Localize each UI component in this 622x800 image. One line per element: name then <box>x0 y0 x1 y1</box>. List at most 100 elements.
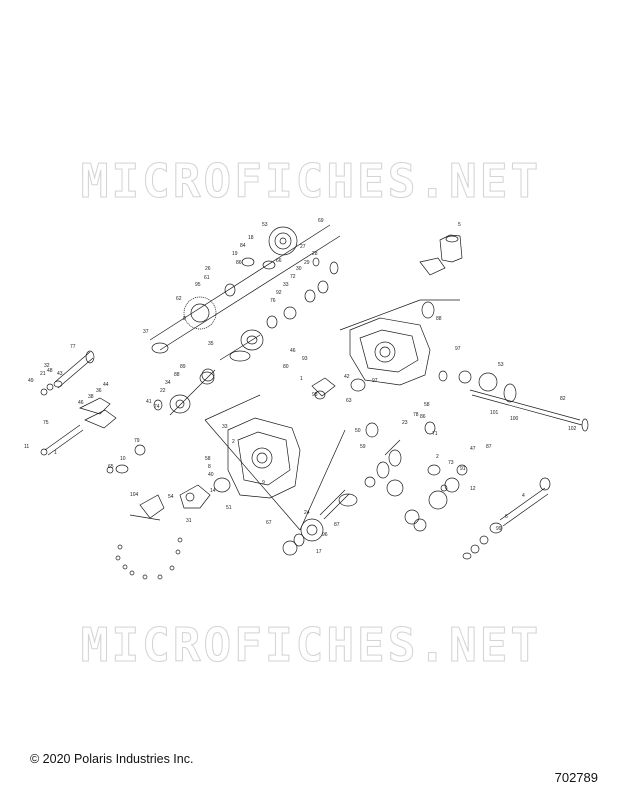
callout-21: 21 <box>40 371 46 377</box>
callout-49: 49 <box>28 378 34 384</box>
callout-101: 101 <box>490 410 499 416</box>
callout-28: 28 <box>312 251 318 257</box>
callout-74: 74 <box>154 404 160 410</box>
callout-87: 87 <box>334 522 340 528</box>
callout-22: 22 <box>160 388 166 394</box>
lower-right-shaft <box>462 477 551 560</box>
callout-14: 14 <box>210 488 216 494</box>
callout-61: 61 <box>204 275 210 281</box>
callout-91: 91 <box>460 466 466 472</box>
callout-73: 73 <box>448 460 454 466</box>
callout-32: 32 <box>44 363 50 369</box>
callout-30: 30 <box>296 266 302 272</box>
center-column-parts <box>282 377 468 556</box>
left-center-gear-cluster <box>153 369 216 416</box>
callout-48: 48 <box>47 368 53 374</box>
callout-67: 67 <box>266 520 272 526</box>
callout-58: 58 <box>205 456 211 462</box>
callout-84: 84 <box>240 243 246 249</box>
callout-46: 46 <box>78 400 84 406</box>
callout-1: 1 <box>54 450 57 456</box>
callout-8: 8 <box>183 316 186 322</box>
callout-6: 6 <box>505 514 508 520</box>
callout-96: 96 <box>322 532 328 538</box>
callout-40: 40 <box>208 472 214 478</box>
copyright-notice: © 2020 Polaris Industries Inc. <box>30 752 194 766</box>
callout-53: 53 <box>498 362 504 368</box>
callout-37: 37 <box>143 329 149 335</box>
callout-89: 89 <box>180 364 186 370</box>
callout-75: 75 <box>43 420 49 426</box>
callout-66: 66 <box>276 258 282 264</box>
callout-86: 86 <box>236 260 242 266</box>
callout-86: 86 <box>420 414 426 420</box>
callout-97: 97 <box>372 378 378 384</box>
callout-23: 23 <box>402 420 408 426</box>
callout-79: 79 <box>134 438 140 444</box>
callout-93: 93 <box>312 392 318 398</box>
callout-2: 2 <box>232 439 235 445</box>
callout-44: 44 <box>103 382 109 388</box>
lower-left-hardware <box>115 484 211 580</box>
callout-26: 26 <box>205 266 211 272</box>
callout-43: 43 <box>57 371 63 377</box>
lower-left-housing <box>204 394 346 531</box>
callout-27: 27 <box>300 244 306 250</box>
upper-gear-assembly <box>149 224 341 382</box>
callout-82: 82 <box>560 396 566 402</box>
callout-47: 47 <box>470 446 476 452</box>
callout-102: 102 <box>568 426 577 432</box>
callout-51: 51 <box>226 505 232 511</box>
callout-62: 62 <box>176 296 182 302</box>
callout-46: 46 <box>290 348 296 354</box>
callout-18: 18 <box>248 235 254 241</box>
callout-69: 69 <box>318 218 324 224</box>
callout-54: 54 <box>168 494 174 500</box>
callout-97: 97 <box>455 346 461 352</box>
callout-12: 12 <box>470 486 476 492</box>
callout-71: 71 <box>432 431 438 437</box>
callout-78: 78 <box>413 412 419 418</box>
callout-53: 53 <box>262 222 268 228</box>
upper-right-housing <box>339 299 460 392</box>
callout-88: 88 <box>436 316 442 322</box>
callout-99: 99 <box>496 526 502 532</box>
callout-88: 88 <box>174 372 180 378</box>
callout-41: 41 <box>146 399 152 405</box>
callout-35: 35 <box>208 341 214 347</box>
shift-linkage-parts <box>40 350 146 474</box>
callout-36: 36 <box>96 388 102 394</box>
callout-9: 9 <box>262 480 265 486</box>
callout-5: 5 <box>458 222 461 228</box>
callout-31: 31 <box>186 518 192 524</box>
callout-77: 77 <box>70 344 76 350</box>
callout-8: 8 <box>208 464 211 470</box>
callout-33: 33 <box>283 282 289 288</box>
callout-19: 19 <box>232 251 238 257</box>
callout-33: 33 <box>222 424 228 430</box>
callout-2: 2 <box>436 454 439 460</box>
callout-100: 100 <box>510 416 519 422</box>
callout-93: 93 <box>302 356 308 362</box>
callout-59: 59 <box>360 444 366 450</box>
callout-104: 104 <box>130 492 139 498</box>
callout-38: 38 <box>88 394 94 400</box>
callout-4: 4 <box>522 493 525 499</box>
callout-87: 87 <box>486 444 492 450</box>
callout-29: 29 <box>304 260 310 266</box>
right-output-shaft <box>419 234 589 432</box>
callout-72: 72 <box>290 274 296 280</box>
callout-80: 80 <box>283 364 289 370</box>
callout-42: 42 <box>344 374 350 380</box>
callout-10: 10 <box>120 456 126 462</box>
callout-58: 58 <box>424 402 430 408</box>
callout-50: 50 <box>355 428 361 434</box>
callout-11: 11 <box>24 444 29 450</box>
callout-1: 1 <box>300 376 303 382</box>
callout-17: 17 <box>316 549 322 555</box>
callout-65: 65 <box>108 464 114 470</box>
callout-95: 95 <box>195 282 201 288</box>
callout-92: 92 <box>276 290 282 296</box>
document-number: 702789 <box>554 770 598 785</box>
